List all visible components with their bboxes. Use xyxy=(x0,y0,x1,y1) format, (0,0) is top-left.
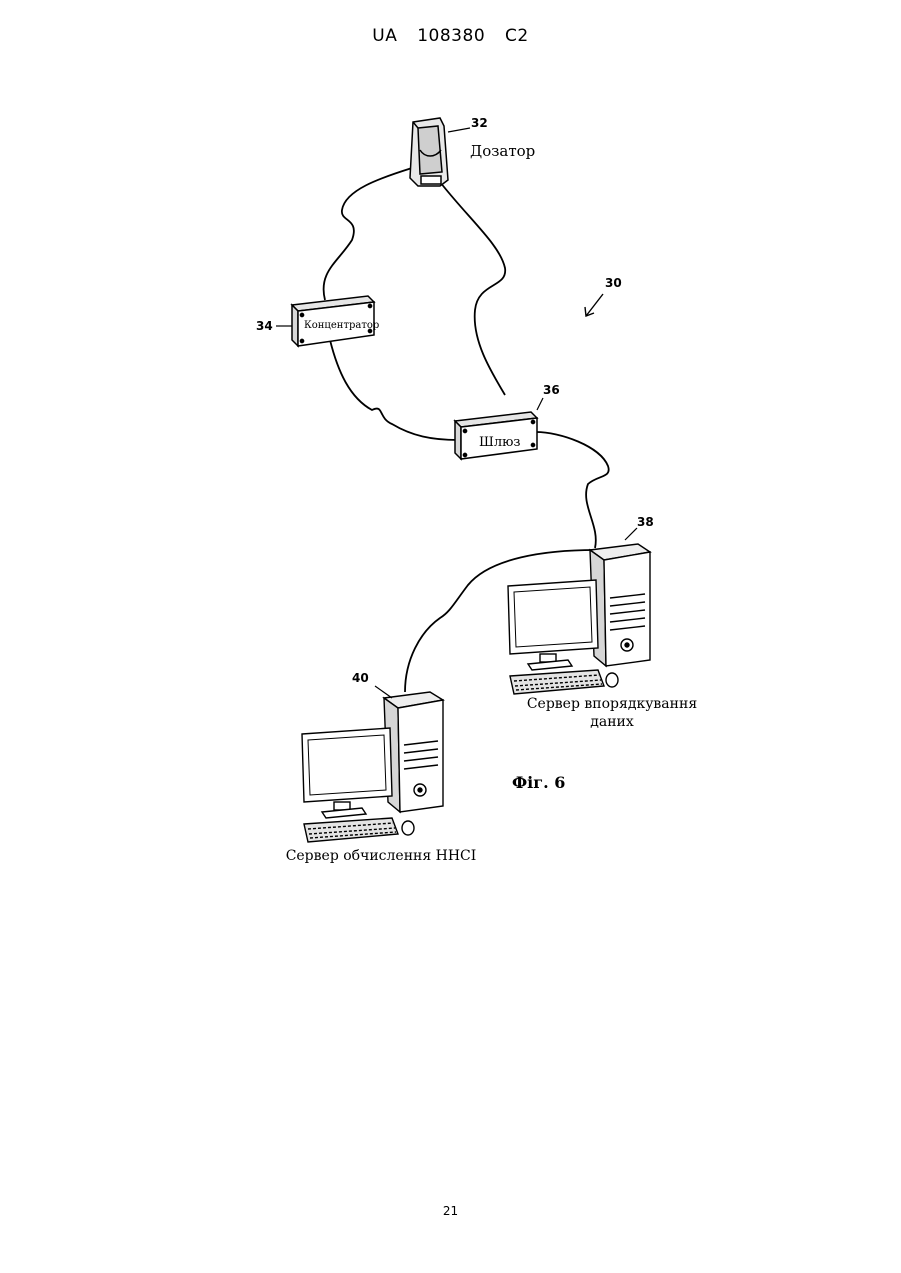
keyboard-38 xyxy=(510,670,604,694)
ref-30: 30 xyxy=(605,276,622,290)
label-gateway: Шлюз xyxy=(479,435,521,450)
cable-gateway-server38 xyxy=(536,432,609,548)
label-server38-line2: даних xyxy=(590,714,634,730)
figure-caption: Фіг. 6 xyxy=(512,773,565,792)
computer-38 xyxy=(508,544,650,694)
ref-36: 36 xyxy=(543,383,560,397)
mouse-38 xyxy=(606,673,618,687)
cable-hub-gateway xyxy=(330,340,458,440)
ref-34: 34 xyxy=(256,319,273,333)
ref-32: 32 xyxy=(471,116,488,130)
cable-dispenser-gateway xyxy=(440,182,505,395)
keyboard-40 xyxy=(304,818,398,842)
computer-40 xyxy=(302,692,443,842)
ref-40: 40 xyxy=(352,671,369,685)
label-server38-line1: Сервер впорядкування xyxy=(527,696,697,712)
cable-dispenser-hub xyxy=(324,168,412,300)
arrow-icon-30 xyxy=(585,294,603,316)
mouse-40 xyxy=(402,821,414,835)
label-dispenser: Дозатор xyxy=(470,142,535,160)
label-hub: Концентратор xyxy=(304,320,379,331)
ref-38: 38 xyxy=(637,515,654,529)
dispenser-device xyxy=(410,118,448,186)
page-number: 21 xyxy=(0,1204,901,1218)
label-server40: Сервер обчислення ННСІ xyxy=(286,848,477,864)
